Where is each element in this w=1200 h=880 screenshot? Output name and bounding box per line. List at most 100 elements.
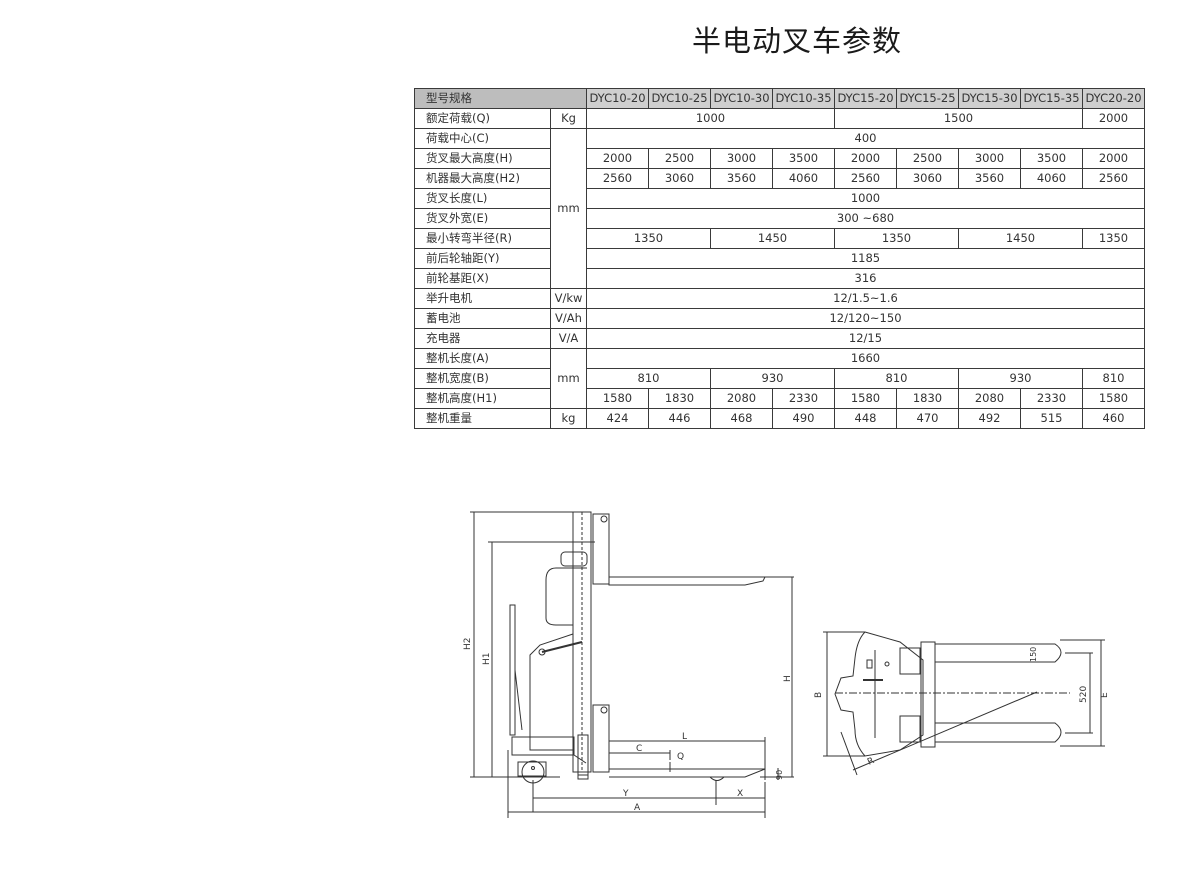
table-cell: 492 xyxy=(958,408,1021,429)
table-row: 前轮基距(X) 316 xyxy=(414,268,1145,289)
dim-label-b: B xyxy=(814,692,824,698)
side-view-diagram: H2 H1 H L C Q Y X A 90 xyxy=(463,511,794,818)
row-label: 货叉外宽(E) xyxy=(414,208,551,229)
dim-label-y: Y xyxy=(622,789,629,799)
dim-label-r: R xyxy=(866,756,876,768)
dim-label-150: 150 xyxy=(1029,647,1038,662)
table-cell: 1500 xyxy=(834,108,1083,129)
table-cell: 1830 xyxy=(896,388,959,409)
table-cell: 3560 xyxy=(958,168,1021,189)
table-cell: 470 xyxy=(896,408,959,429)
table-cell: 1580 xyxy=(834,388,897,409)
row-label: 荷载中心(C) xyxy=(414,128,551,149)
dim-label-q: Q xyxy=(677,752,684,762)
row-label: 整机长度(A) xyxy=(414,348,551,369)
table-cell: 12/15 xyxy=(586,328,1145,349)
header-model: DYC10-25 xyxy=(648,88,711,109)
table-cell: 3000 xyxy=(958,148,1021,169)
table-cell: 2000 xyxy=(1082,108,1145,129)
table-cell: 2500 xyxy=(896,148,959,169)
table-cell: 1450 xyxy=(710,228,835,249)
table-cell: 2560 xyxy=(586,168,649,189)
table-cell: 1580 xyxy=(586,388,649,409)
row-label: 整机宽度(B) xyxy=(414,368,551,389)
row-label: 整机重量 xyxy=(414,408,551,429)
header-model: DYC10-35 xyxy=(772,88,835,109)
table-cell: 448 xyxy=(834,408,897,429)
dim-label-520: 520 xyxy=(1079,686,1089,703)
header-model: DYC15-25 xyxy=(896,88,959,109)
row-unit: V/A xyxy=(550,328,587,349)
row-unit: mm xyxy=(550,348,587,409)
row-unit: kg xyxy=(550,408,587,429)
row-label: 机器最大高度(H2) xyxy=(414,168,551,189)
table-cell: 490 xyxy=(772,408,835,429)
table-cell: 2000 xyxy=(1082,148,1145,169)
row-label: 最小转弯半径(R) xyxy=(414,228,551,249)
header-model: DYC10-20 xyxy=(586,88,649,109)
page-title: 半电动叉车参数 xyxy=(692,24,903,58)
row-label: 货叉最大高度(H) xyxy=(414,148,551,169)
dim-label-c: C xyxy=(636,744,642,754)
row-label: 前轮基距(X) xyxy=(414,268,551,289)
dim-label-90: 90 xyxy=(775,770,784,780)
table-cell: 930 xyxy=(958,368,1083,389)
table-row: 货叉外宽(E)300 ~680 xyxy=(414,208,1145,229)
header-model: DYC15-30 xyxy=(958,88,1021,109)
table-cell: 1450 xyxy=(958,228,1083,249)
table-cell: 1000 xyxy=(586,188,1145,209)
table-cell: 810 xyxy=(834,368,959,389)
table-cell: 424 xyxy=(586,408,649,429)
table-cell: 2000 xyxy=(834,148,897,169)
table-cell: 12/1.5~1.6 xyxy=(586,288,1145,309)
row-label: 蓄电池 xyxy=(414,308,551,329)
table-cell: 400 xyxy=(586,128,1145,149)
row-label: 举升电机 xyxy=(414,288,551,309)
table-cell: 2080 xyxy=(958,388,1021,409)
dim-label-h2: H2 xyxy=(463,638,473,651)
row-unit: V/Ah xyxy=(550,308,587,329)
table-cell: 316 xyxy=(586,268,1145,289)
table-cell: 930 xyxy=(710,368,835,389)
table-cell: 2000 xyxy=(586,148,649,169)
dim-label-a: A xyxy=(634,803,641,813)
table-cell: 2080 xyxy=(710,388,773,409)
table-cell: 515 xyxy=(1020,408,1083,429)
row-label: 货叉长度(L) xyxy=(414,188,551,209)
table-cell: 2560 xyxy=(834,168,897,189)
header-model: DYC15-35 xyxy=(1020,88,1083,109)
table-cell: 810 xyxy=(586,368,711,389)
table-cell: 2560 xyxy=(1082,168,1145,189)
dim-label-l: L xyxy=(682,732,687,742)
table-cell: 3500 xyxy=(1020,148,1083,169)
table-cell: 3500 xyxy=(772,148,835,169)
row-label: 整机高度(H1) xyxy=(414,388,551,409)
row-label: 前后轮轴距(Y) xyxy=(414,248,551,269)
dim-label-x: X xyxy=(737,789,743,799)
table-cell: 3000 xyxy=(710,148,773,169)
header-model-label: 型号规格 xyxy=(414,88,587,109)
table-cell: 4060 xyxy=(772,168,835,189)
row-unit: mm xyxy=(550,128,587,289)
table-cell: 2330 xyxy=(772,388,835,409)
table-cell: 1830 xyxy=(648,388,711,409)
table-cell: 2330 xyxy=(1020,388,1083,409)
table-cell: 446 xyxy=(648,408,711,429)
table-cell: 1350 xyxy=(586,228,711,249)
table-cell: 4060 xyxy=(1020,168,1083,189)
header-model: DYC10-30 xyxy=(710,88,773,109)
table-cell: 460 xyxy=(1082,408,1145,429)
